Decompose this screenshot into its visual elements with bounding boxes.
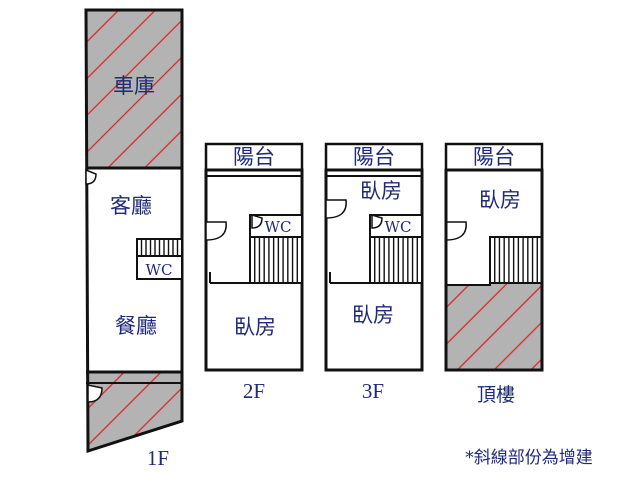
door-swing <box>251 213 263 229</box>
wc-label: WC <box>385 218 412 236</box>
wc-label: WC <box>265 218 292 236</box>
door-swing <box>205 221 227 241</box>
balcony-label: 陽台 <box>233 145 275 169</box>
floor-label-3f: 3F <box>362 379 384 403</box>
door-swing <box>371 213 383 229</box>
stair-block <box>249 236 303 284</box>
bedroom-top-label: 臥房 <box>360 179 402 203</box>
stair-block <box>369 236 423 284</box>
stair-treads <box>494 237 538 283</box>
legend-note: *斜線部份為增建 <box>465 448 593 468</box>
stair-treads <box>374 237 418 283</box>
bedroom-bottom-label: 臥房 <box>352 303 394 327</box>
garage-label: 車庫 <box>113 74 155 98</box>
stair-treads <box>140 239 179 256</box>
wc-label: WC <box>146 261 173 279</box>
wall-line <box>329 272 370 284</box>
floor-label-2f: 2F <box>243 379 265 403</box>
rear-extension <box>86 372 182 451</box>
balcony-label: 陽台 <box>473 145 515 169</box>
floor-label-roof: 頂樓 <box>477 384 515 406</box>
door-swing <box>85 168 97 185</box>
floor-roof: 陽台 臥房 頂樓 <box>444 142 544 406</box>
floor-roof-outline <box>444 168 544 372</box>
floor-2f: 陽台 WC 臥房 2F <box>204 142 304 403</box>
door-swing <box>325 199 347 219</box>
floor-label-1f: 1F <box>147 446 169 470</box>
bedroom-label: 臥房 <box>479 188 521 212</box>
stair-block <box>489 236 543 284</box>
balcony-box <box>444 142 544 172</box>
dining-room-label: 餐廳 <box>115 314 157 338</box>
bedroom-label: 臥房 <box>234 315 276 339</box>
door-swing <box>87 384 103 403</box>
wall-line <box>209 272 250 284</box>
floor-3f: 陽台 臥房 WC 臥房 3F <box>324 142 424 403</box>
balcony-label: 陽台 <box>353 145 395 169</box>
stair-treads <box>254 237 298 283</box>
floor-1f-outline <box>84 8 184 454</box>
floor-1f: 車庫 客廳 WC 餐廳 1F <box>84 8 184 470</box>
garage-extension <box>86 10 182 168</box>
living-room-label: 客廳 <box>110 194 152 218</box>
